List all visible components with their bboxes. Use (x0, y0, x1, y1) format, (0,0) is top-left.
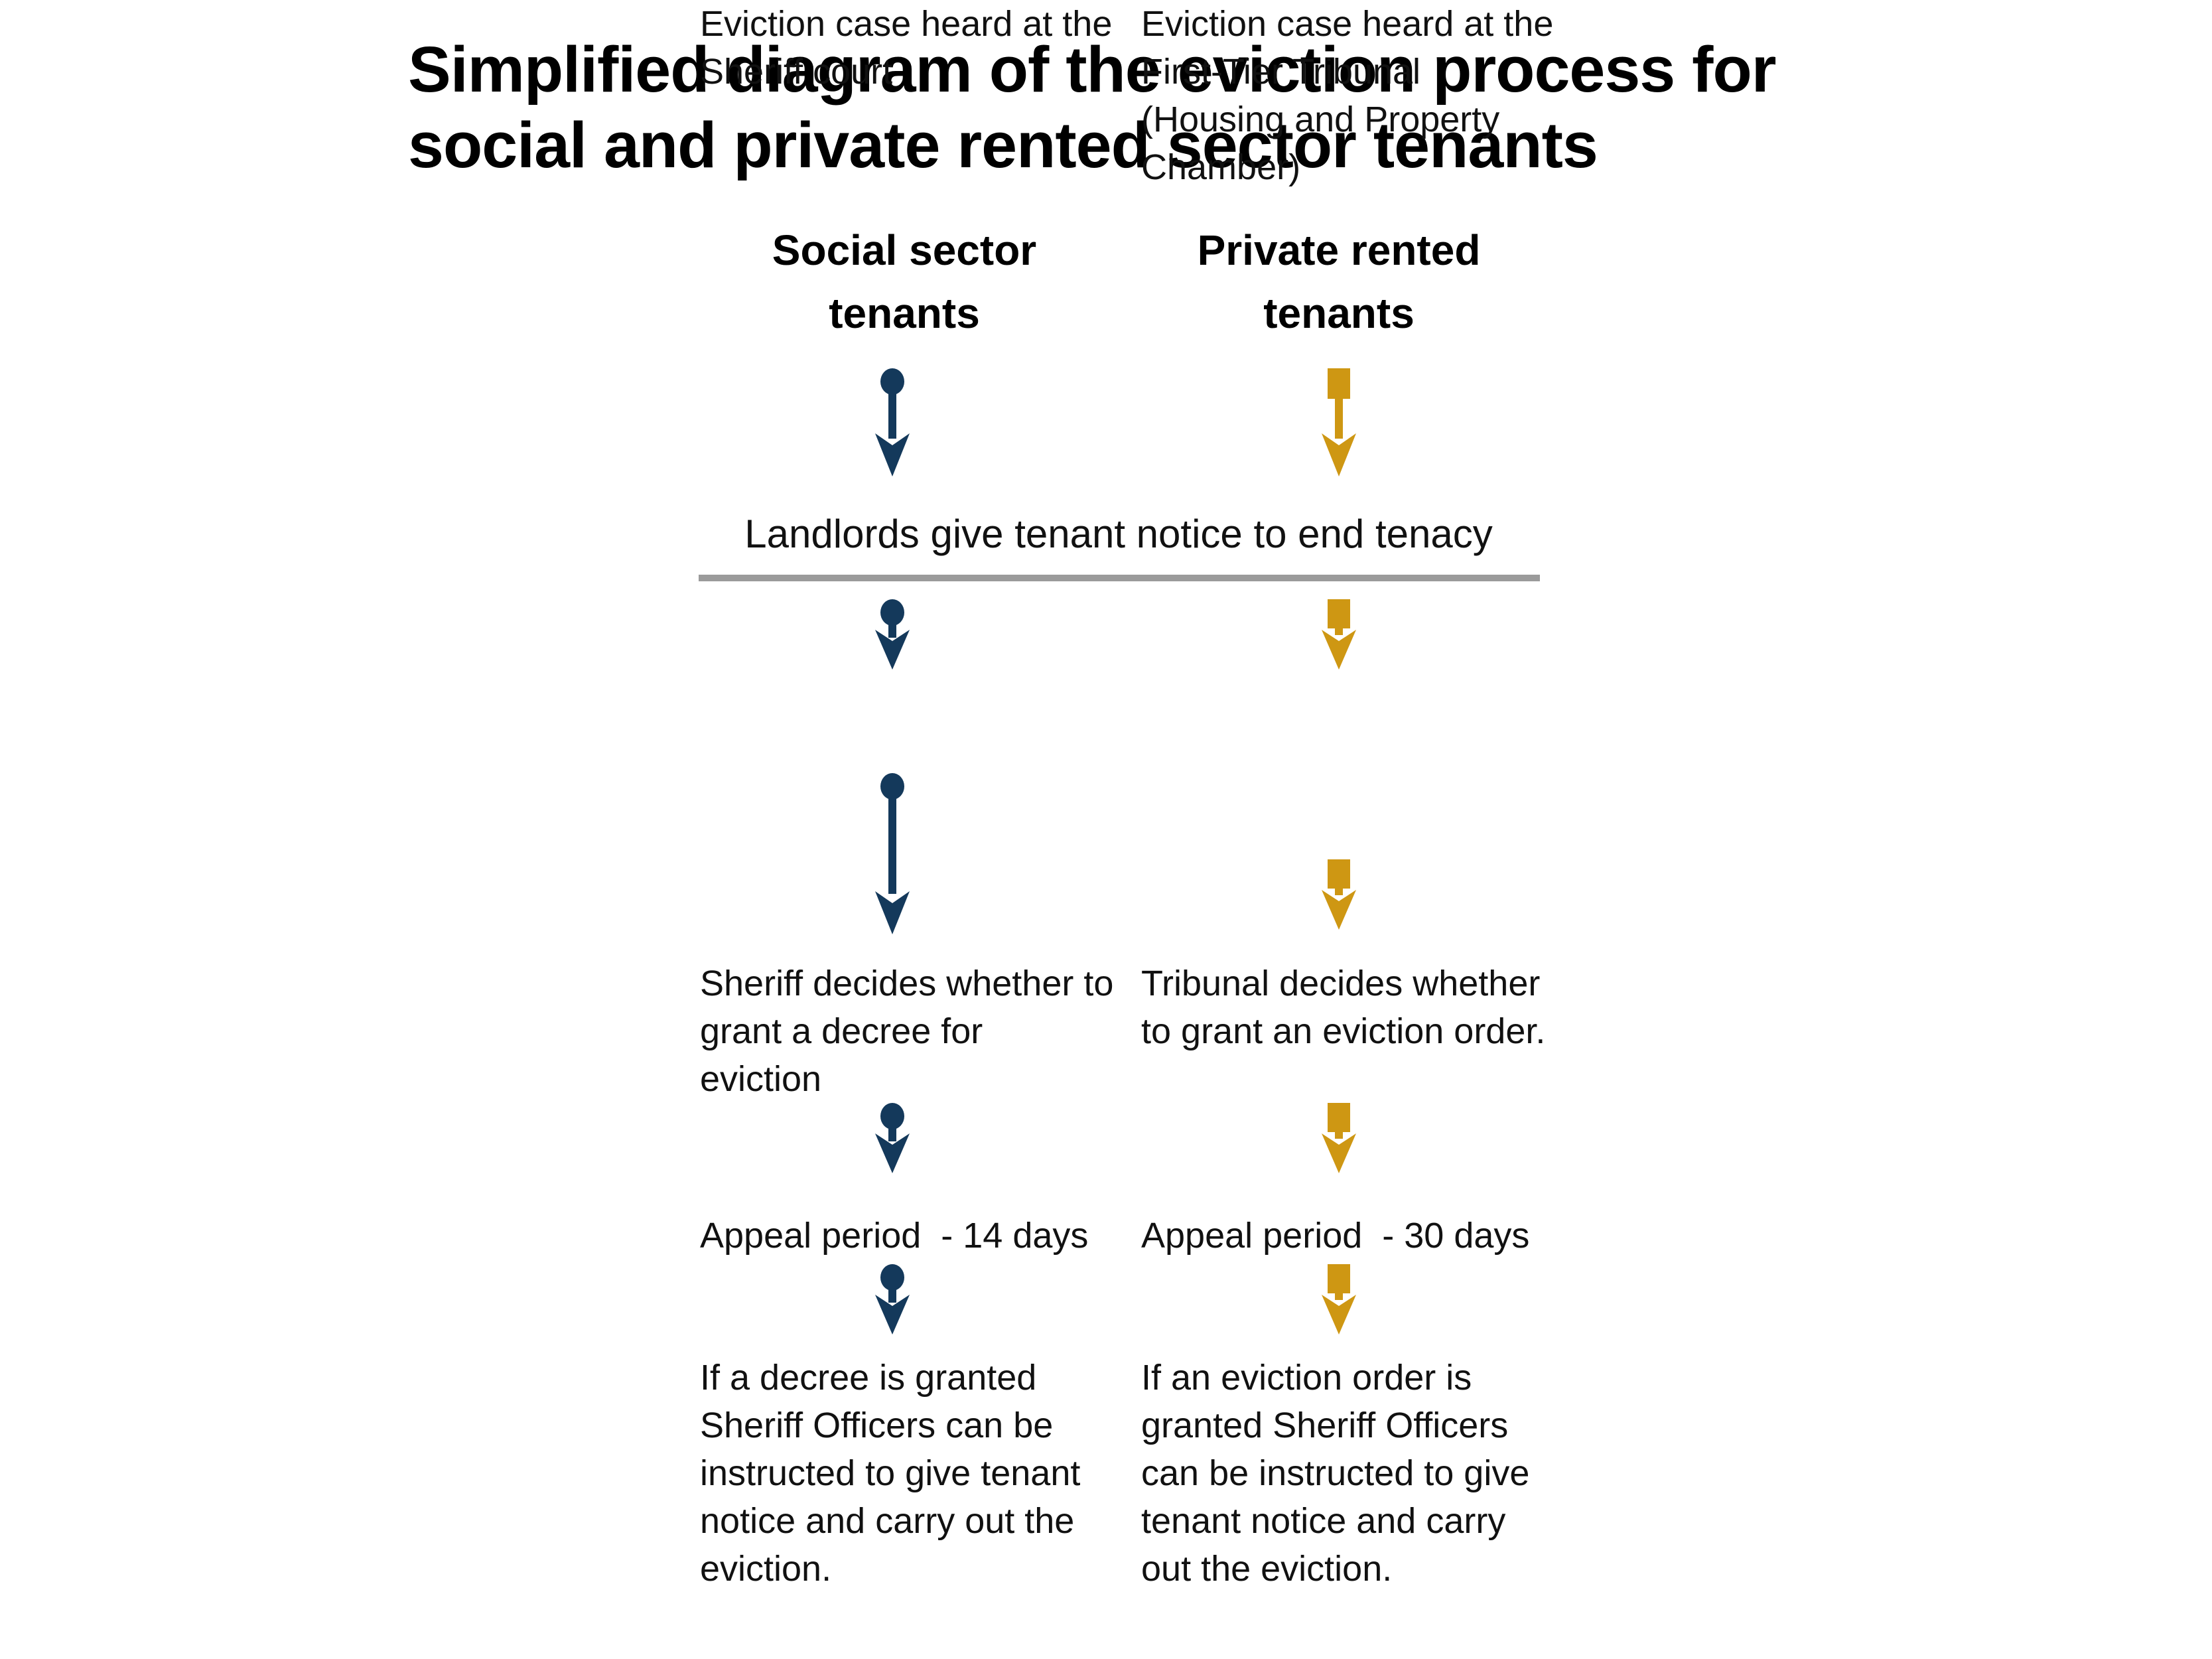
social-step-appeal-period: Appeal period - 14 days (700, 1216, 1089, 1256)
notice-divider-line (699, 575, 1540, 581)
private-arrow-down-icon (1320, 1264, 1357, 1336)
social-arrow-down-icon (874, 368, 911, 478)
social-arrow-down-icon (874, 1103, 911, 1175)
notice-step-label: Landlords give tenant notice to end tena… (744, 512, 1493, 556)
private-arrow-down-icon (1320, 1103, 1357, 1175)
private-arrow-down-icon (1320, 859, 1357, 931)
social-arrow-down-icon (874, 599, 911, 671)
social-arrow-down-icon (874, 1264, 911, 1336)
social-arrow-down-icon (874, 773, 911, 936)
private-arrow-down-icon (1320, 368, 1357, 478)
private-step-appeal-period: Appeal period - 30 days (1141, 1216, 1530, 1256)
private-arrow-down-icon (1320, 599, 1357, 671)
page-title: Simplified diagram of the eviction proce… (408, 33, 1776, 181)
